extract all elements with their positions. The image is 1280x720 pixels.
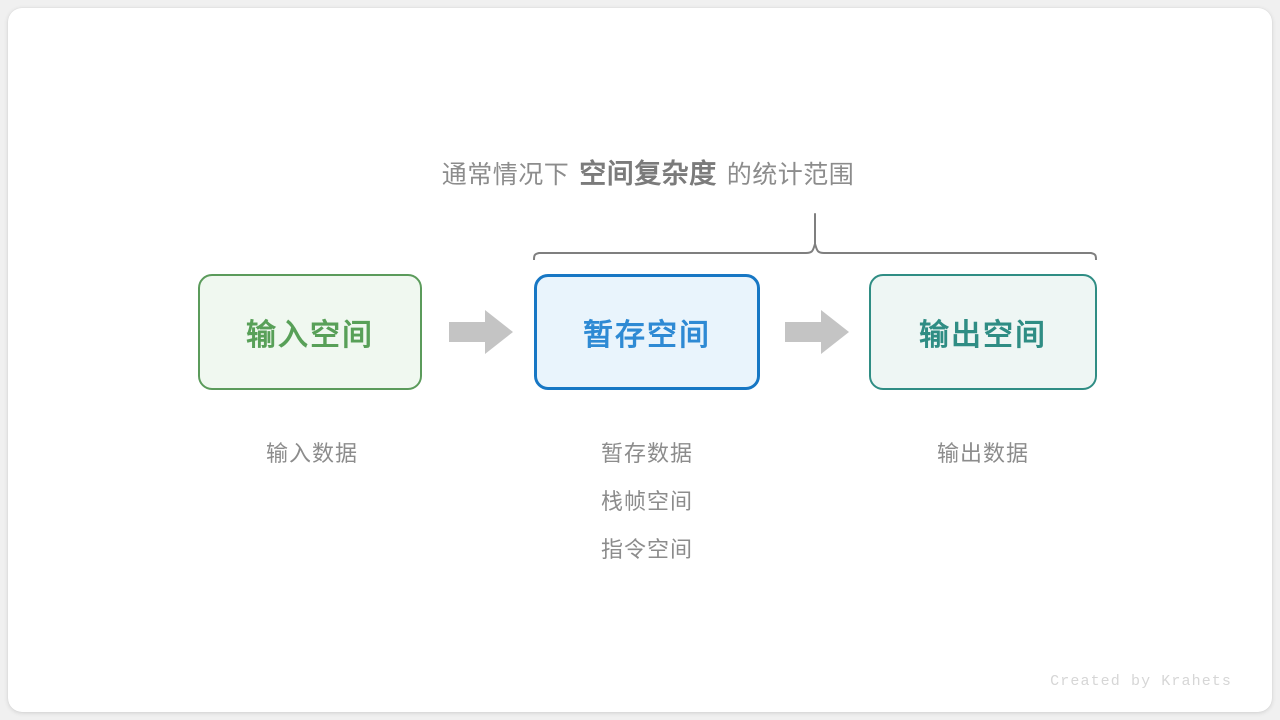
caption-prefix: 通常情况下 [441, 161, 570, 189]
diagram-canvas: 通常情况下空间复杂度的统计范围 输入空间 暂存空间 输出空间 输入数据 暂存数据… [8, 8, 1272, 712]
right-arrow-icon [785, 310, 849, 354]
labels-output-space: 输出数据 [868, 430, 1098, 478]
box-buffer-space[interactable]: 暂存空间 [534, 274, 760, 390]
watermark-credit: Created by Krahets [1050, 673, 1232, 690]
arrow-buffer-to-output [785, 308, 849, 356]
label-item: 暂存数据 [600, 441, 693, 466]
box-input-space-title: 输入空间 [246, 319, 374, 352]
box-input-space[interactable]: 输入空间 [198, 274, 422, 390]
box-output-space-title: 输出空间 [919, 319, 1047, 352]
right-arrow-icon [449, 310, 513, 354]
scope-brace-icon [533, 213, 1097, 261]
caption-suffix: 的统计范围 [726, 161, 855, 189]
label-item: 指令空间 [600, 537, 693, 562]
labels-input-space: 输入数据 [197, 430, 427, 478]
label-item: 栈帧空间 [600, 489, 693, 514]
caption-line: 通常情况下空间复杂度的统计范围 [8, 153, 1280, 196]
scope-brace [523, 204, 1108, 261]
box-buffer-space-title: 暂存空间 [583, 319, 711, 352]
label-item: 输入数据 [265, 441, 358, 466]
arrow-input-to-buffer [449, 308, 513, 356]
caption-emphasis: 空间复杂度 [579, 159, 717, 189]
box-output-space[interactable]: 输出空间 [869, 274, 1097, 390]
labels-buffer-space: 暂存数据 栈帧空间 指令空间 [532, 430, 762, 574]
label-item: 输出数据 [936, 441, 1029, 466]
